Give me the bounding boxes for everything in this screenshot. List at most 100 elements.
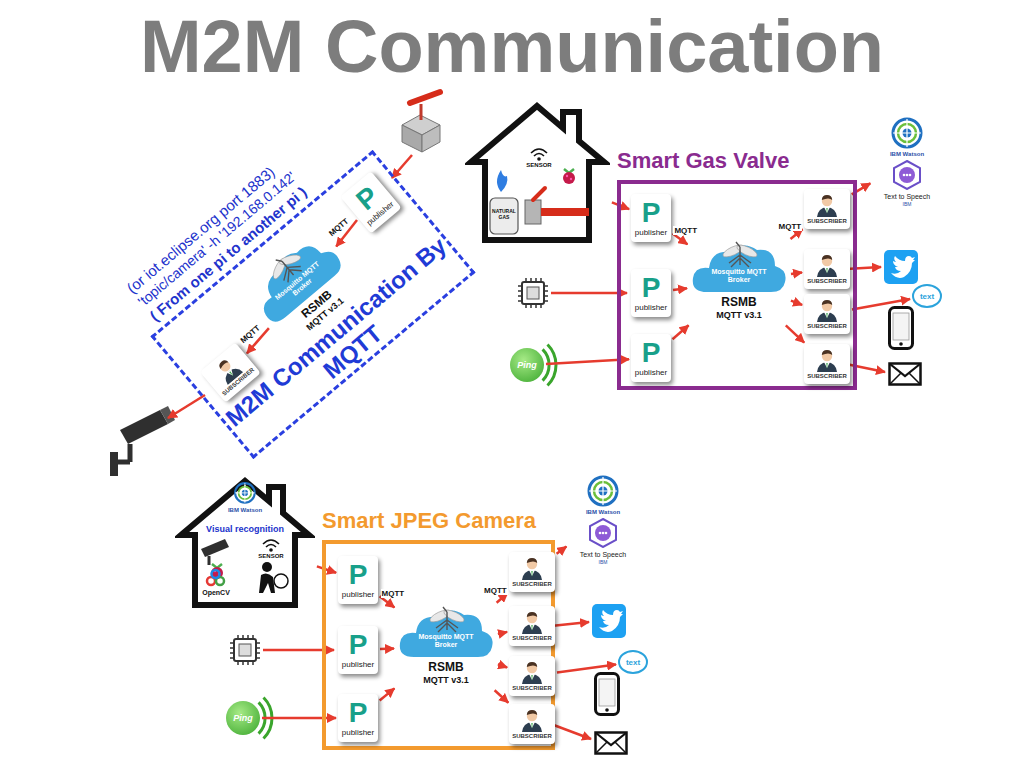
- mqtt-connector: [791, 273, 802, 275]
- edge-label: MQTT: [381, 589, 406, 598]
- pub-node: Ppublisher: [631, 269, 671, 317]
- opencv-label: OpenCV: [197, 589, 235, 597]
- protocol-version: MQTT v3.1: [689, 310, 789, 321]
- broker-label: RSMB: [689, 296, 789, 309]
- chip-arrow: [551, 292, 627, 295]
- edge-label: MQTT: [778, 222, 803, 231]
- watson-logo: [890, 116, 924, 150]
- sensor-label: SENSOR: [521, 162, 557, 169]
- mqtt-connector: [557, 664, 616, 672]
- sub-node: SUBSCRIBER: [509, 656, 555, 696]
- edge-label: MQTT: [238, 323, 263, 346]
- subscriber-icon: [814, 253, 840, 277]
- house-outline: [175, 475, 315, 610]
- ping-label: Ping: [233, 713, 253, 723]
- publisher-label: publisher: [635, 368, 667, 378]
- publisher-label: publisher: [342, 660, 374, 670]
- sub-node: SUBSCRIBER: [804, 189, 850, 229]
- mqtt-connector: [852, 299, 910, 309]
- phone-icon: [890, 308, 913, 349]
- valve-arrow: [392, 155, 412, 178]
- publisher-label: publisher: [342, 590, 374, 600]
- cctv-camera-icon: [110, 406, 175, 476]
- subscriber-icon: [814, 348, 840, 372]
- edge-label: MQTT: [326, 216, 351, 239]
- gashouse-node: SENSOR NATURAL GAS: [465, 100, 610, 245]
- house-outline: [465, 100, 610, 245]
- vendor-label: IBM: [903, 201, 912, 207]
- phone-icon: [596, 674, 619, 715]
- watson-label: IBM Watson: [890, 150, 924, 158]
- group-node: Smart Gas ValvePpublisherPpublisherPpubl…: [617, 180, 857, 390]
- gas-tank-label: NATURAL GAS: [491, 208, 517, 220]
- chip-icon: [230, 635, 260, 665]
- subscriber-icon: [814, 298, 840, 322]
- publisher-letter: P: [642, 273, 661, 303]
- subscriber-icon: [519, 708, 545, 732]
- service-icon: [892, 160, 922, 190]
- bubble-node: text: [618, 650, 648, 674]
- sub-node: SUBSCRIBER: [804, 344, 850, 384]
- subscriber-label: SUBSCRIBER: [512, 634, 552, 642]
- gas-valve-icon: [402, 92, 440, 152]
- service-label: Visual recognition: [195, 524, 295, 535]
- protocol-version: MQTT v3.1: [396, 675, 496, 686]
- watson-label: IBM Watson: [586, 508, 620, 516]
- vendor-label: IBM: [599, 559, 608, 565]
- watson-node: IBM WatsonText to SpeechIBM: [872, 116, 942, 207]
- mqtt-connector: [317, 566, 336, 572]
- pub-node: Ppublisher: [338, 694, 378, 742]
- mqtt-connector: [791, 301, 802, 305]
- subscriber-icon: [519, 610, 545, 634]
- subscriber-label: SUBSCRIBER: [512, 732, 552, 740]
- output-arrow: [551, 724, 591, 739]
- bluebox-node: M2M Communication By MQTTPpublisherMosqu…: [150, 150, 475, 459]
- output-arrow: [846, 267, 881, 269]
- pub-node: Ppublisher: [340, 171, 401, 233]
- twitter-icon: [884, 250, 918, 284]
- bubble-node: text: [912, 284, 942, 308]
- sub-node: SUBSCRIBER: [509, 606, 555, 646]
- pub-node: Ppublisher: [631, 194, 671, 242]
- broker-node: Mosquitto MQTT BrokerRSMBMQTT v3.1: [689, 239, 789, 324]
- publisher-label: publisher: [635, 228, 667, 238]
- sub-node: SUBSCRIBER: [509, 704, 555, 744]
- edge-label: MQTT: [673, 226, 698, 235]
- pub-node: Ppublisher: [631, 334, 671, 382]
- text-bubble-label: text: [626, 658, 640, 667]
- watson-label: IBM Watson: [215, 507, 275, 514]
- mqtt-connector: [673, 325, 689, 339]
- publisher-letter: P: [642, 338, 661, 368]
- envelope-icon: [596, 733, 627, 754]
- chip-icon: [518, 278, 548, 308]
- subscriber-label: SUBSCRIBER: [807, 277, 847, 285]
- pub-node: Ppublisher: [338, 626, 378, 674]
- service-label: Text to Speech: [580, 550, 626, 559]
- broker-name: Mosquitto MQTT Broker: [412, 633, 480, 649]
- publisher-label: publisher: [635, 303, 667, 313]
- edge-label: MQTT: [483, 586, 508, 595]
- mqtt-connector: [498, 664, 507, 667]
- subscriber-label: SUBSCRIBER: [807, 372, 847, 380]
- subscriber-label: SUBSCRIBER: [807, 217, 847, 225]
- twitter-icon: [592, 604, 626, 638]
- broker-node: Mosquitto MQTT BrokerRSMBMQTT v3.1: [396, 604, 496, 689]
- mqtt-connector: [673, 288, 687, 290]
- mqtt-connector: [495, 690, 509, 702]
- broker-label: RSMB: [396, 661, 496, 674]
- publisher-label: publisher: [342, 728, 374, 738]
- mqtt-connector: [498, 632, 507, 634]
- text-bubble-label: text: [920, 292, 934, 301]
- mqtt-connector: [380, 647, 394, 650]
- group-heading: Smart JPEG Camera: [322, 508, 536, 534]
- subscriber-icon: [519, 660, 545, 684]
- subscriber-icon: [814, 193, 840, 217]
- envelope-icon: [890, 364, 921, 385]
- watson-node: IBM WatsonText to SpeechIBM: [568, 474, 638, 565]
- sensor-label: SENSOR: [253, 553, 289, 560]
- diagram-title: M2M Communication: [0, 4, 1024, 90]
- publisher-letter: P: [349, 630, 368, 660]
- broker-name: Mosquitto MQTT Broker: [705, 268, 773, 284]
- camhouse-node: IBM WatsonVisual recognitionSENSOR OpenCV: [175, 475, 315, 610]
